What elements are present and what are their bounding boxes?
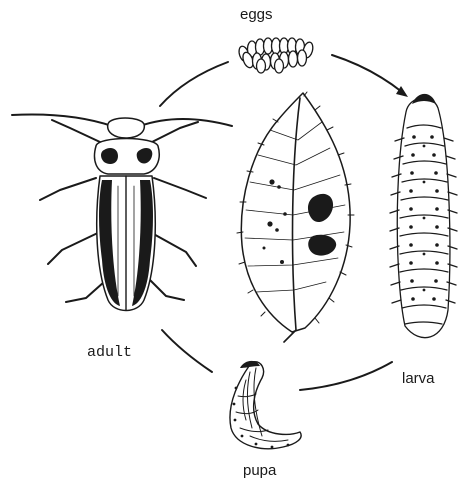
larva-label: larva xyxy=(402,370,435,387)
arc-adult-to-eggs xyxy=(160,62,228,106)
larva-icon xyxy=(390,94,457,338)
eggs-label: eggs xyxy=(240,6,273,23)
adult-label: adult xyxy=(87,344,132,361)
pupa-icon xyxy=(230,361,301,449)
leaf-icon xyxy=(237,92,354,342)
arc-eggs-to-larva xyxy=(332,55,402,92)
pupa-label: pupa xyxy=(243,462,276,479)
arc-pupa-to-adult xyxy=(162,330,212,372)
arc-larva-to-pupa xyxy=(300,362,392,390)
egg-cluster-icon xyxy=(237,38,314,73)
beetle-icon xyxy=(12,114,232,310)
